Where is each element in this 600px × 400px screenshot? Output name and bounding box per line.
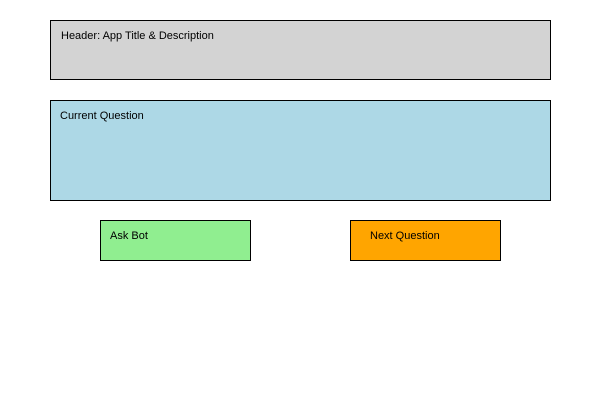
ask-bot-button[interactable]: Ask Bot <box>100 220 251 261</box>
next-question-button[interactable]: Next Question <box>350 220 501 261</box>
current-question-label: Current Question <box>60 110 144 122</box>
ask-bot-label: Ask Bot <box>110 230 148 242</box>
header-section: Header: App Title & Description <box>50 20 551 80</box>
current-question-panel: Current Question <box>50 100 551 201</box>
next-question-label: Next Question <box>370 230 440 242</box>
header-label: Header: App Title & Description <box>61 30 214 42</box>
